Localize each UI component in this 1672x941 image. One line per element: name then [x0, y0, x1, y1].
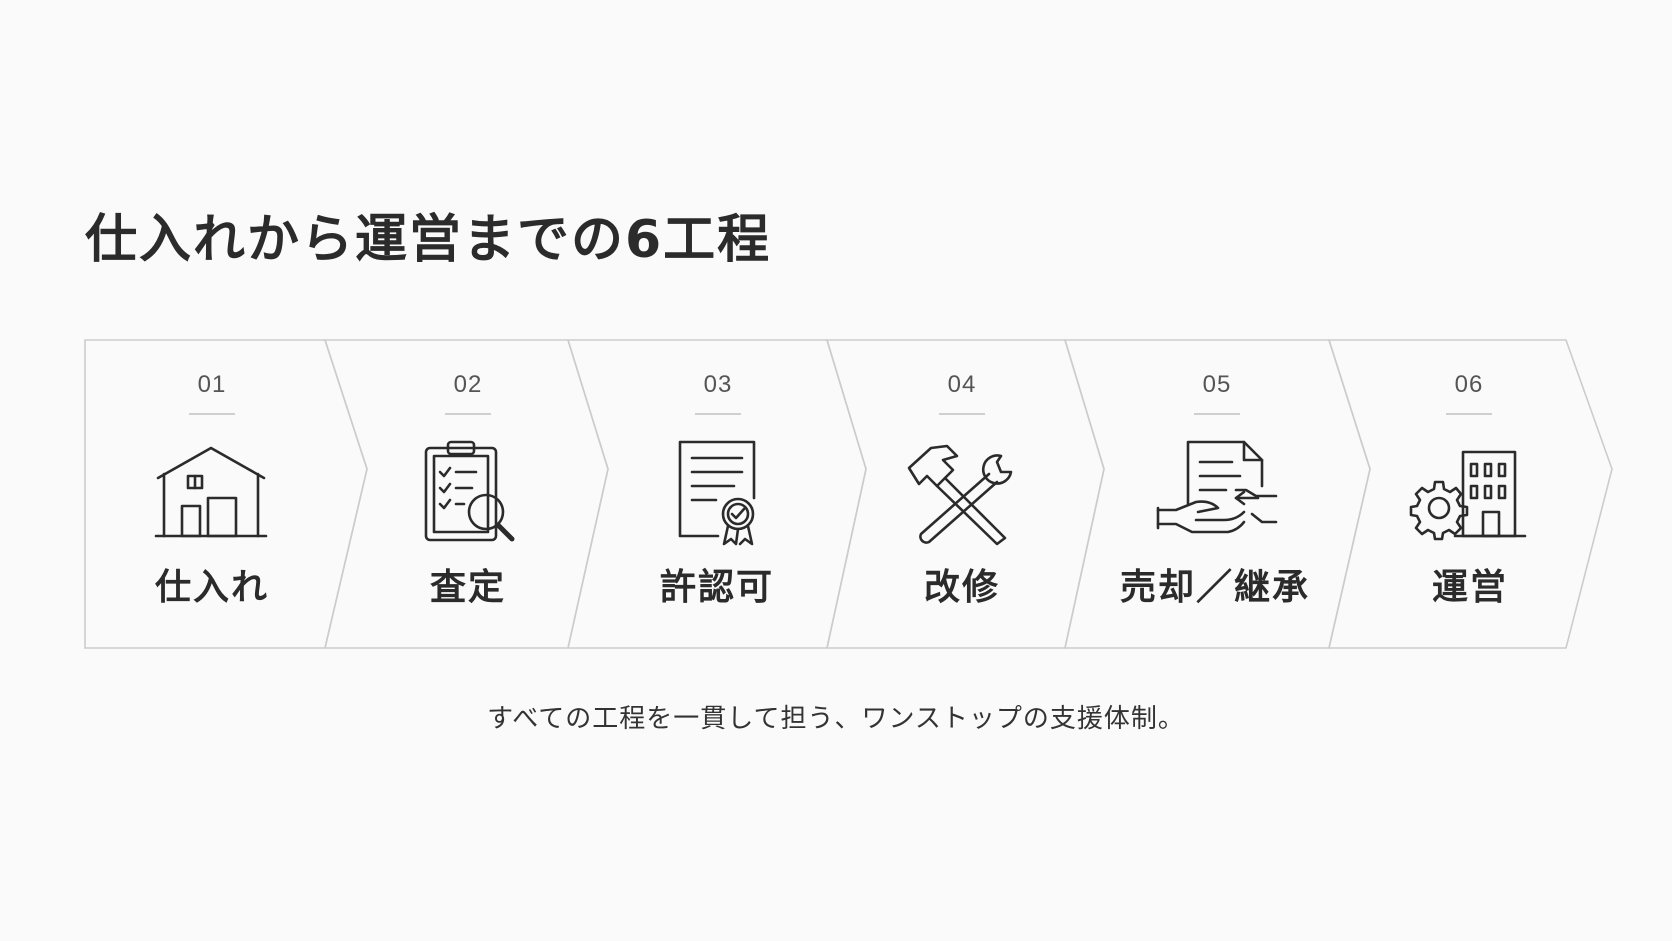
step-label-4: 改修 — [923, 567, 1000, 608]
step-divider-1 — [189, 413, 235, 415]
building-gear-icon — [1405, 438, 1535, 548]
step-shape-6 — [1327, 339, 1613, 649]
step-divider-6 — [1446, 413, 1492, 415]
step-number-5: 05 — [1202, 371, 1232, 398]
step-label-1: 仕入れ — [154, 567, 269, 608]
clipboard-magnifier-icon — [410, 438, 540, 548]
summary-caption: すべての工程を一貫して担う、ワンストップの支援体制。 — [487, 704, 1185, 734]
step-divider-3 — [695, 413, 741, 415]
step-number-3: 03 — [703, 371, 733, 398]
step-label-2: 査定 — [429, 567, 506, 608]
certificate-icon — [658, 438, 788, 548]
step-number-4: 04 — [947, 371, 977, 398]
step-number-2: 02 — [453, 371, 483, 398]
step-number-6: 06 — [1454, 371, 1484, 398]
step-divider-4 — [939, 413, 985, 415]
step-label-5: 売却／継承 — [1119, 567, 1310, 608]
document-handover-icon — [1152, 438, 1282, 548]
hammer-wrench-icon — [897, 438, 1027, 548]
step-number-1: 01 — [197, 371, 227, 398]
page-title: 仕入れから運営までの6工程 — [85, 210, 772, 270]
step-label-6: 運営 — [1431, 567, 1508, 608]
step-divider-5 — [1194, 413, 1240, 415]
warehouse-icon — [146, 438, 276, 548]
step-label-3: 許認可 — [659, 567, 774, 608]
step-divider-2 — [445, 413, 491, 415]
